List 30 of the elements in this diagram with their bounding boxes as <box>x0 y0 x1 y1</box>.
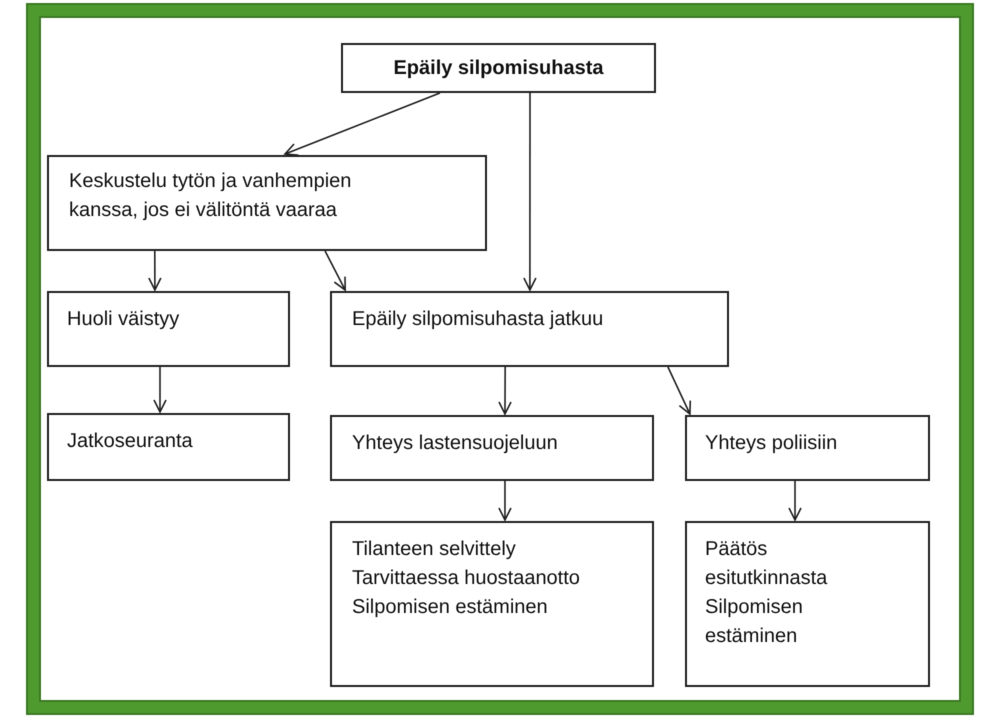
box-text: Epäily silpomisuhasta <box>393 56 604 80</box>
box-text: Keskustelu tytön ja vanhempien kanssa, jos ei välitöntä vaaraa <box>69 169 352 223</box>
arrow <box>153 367 167 413</box>
process-box <box>47 155 487 251</box>
process-box <box>330 291 729 367</box>
arrow <box>498 367 512 415</box>
box-text: Yhteys lastensuojeluun <box>352 431 558 456</box>
process-box <box>47 413 290 481</box>
arrow <box>324 250 346 291</box>
process-box <box>685 415 930 481</box>
process-box <box>685 521 930 687</box>
box-text: Päätös esitutkinnasta <box>705 537 828 591</box>
box-text: Yhteys poliisiin <box>705 431 838 456</box>
arrow <box>788 481 802 521</box>
process-box <box>330 521 654 687</box>
arrow <box>284 92 440 156</box>
arrow <box>148 251 162 291</box>
arrow <box>523 93 537 291</box>
box-text: Epäily silpomisuhasta jatkuu <box>352 307 604 332</box>
box-text: Huoli väistyy <box>67 307 180 332</box>
box-text: Silpomisen estäminen <box>705 595 804 649</box>
process-box <box>341 43 656 93</box>
process-box <box>47 291 290 367</box>
arrow <box>667 366 692 415</box>
process-box <box>330 415 654 481</box>
box-text: Jatkoseuranta <box>67 429 193 454</box>
box-text: Tilanteen selvittely <box>352 537 516 562</box>
box-text: Tarvittaessa huostaanotto <box>352 566 580 591</box>
box-text: Silpomisen estäminen <box>352 595 548 620</box>
arrow <box>498 481 512 521</box>
